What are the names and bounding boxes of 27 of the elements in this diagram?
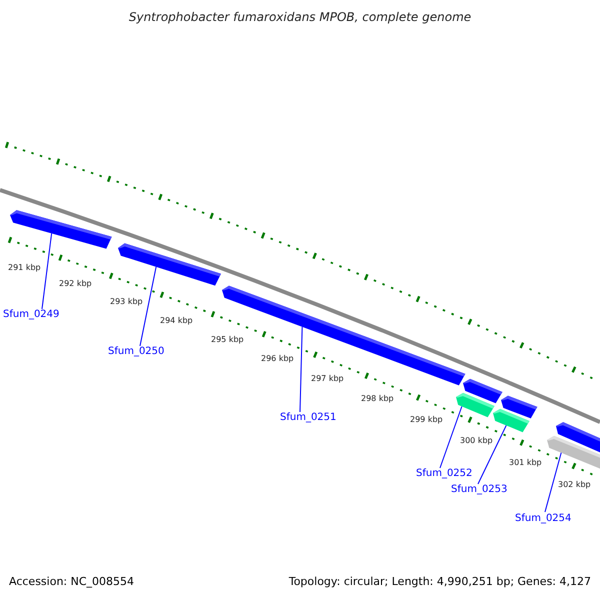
scale-label: 297 kbp <box>311 375 344 383</box>
genome-summary: Topology: circular; Length: 4,990,251 bp; Genes: 4,127 <box>288 576 591 587</box>
gene-label: Sfum_0251 <box>280 413 336 423</box>
scale-label: 296 kbp <box>261 355 294 363</box>
gene-label: Sfum_0253 <box>451 485 508 495</box>
gene-feature <box>118 243 221 286</box>
leader-line <box>140 266 157 346</box>
leader-line <box>42 232 52 310</box>
leader-line <box>440 406 462 468</box>
gene-feature <box>493 408 530 432</box>
gene-label: Sfum_0250 <box>108 347 164 357</box>
scale-label: 292 kbp <box>59 280 92 288</box>
scale-label: 299 kbp <box>410 416 443 424</box>
scale-label: 295 kbp <box>211 336 244 344</box>
gene-label: Sfum_0252 <box>416 469 472 479</box>
scale-label: 294 kbp <box>160 317 193 325</box>
leader-line <box>478 425 507 484</box>
gene-label: Sfum_0249 <box>3 310 60 320</box>
gene-feature <box>547 436 600 470</box>
gene-feature <box>10 210 112 249</box>
leader-line <box>300 326 303 412</box>
scale-label: 301 kbp <box>509 459 542 467</box>
accession-text: Accession: NC_008554 <box>9 576 134 587</box>
gene-label: Sfum_0254 <box>515 514 572 524</box>
title: Syntrophobacter fumaroxidans MPOB, complete genome <box>128 11 472 23</box>
leader-line <box>544 452 562 512</box>
gene-feature <box>456 392 494 418</box>
